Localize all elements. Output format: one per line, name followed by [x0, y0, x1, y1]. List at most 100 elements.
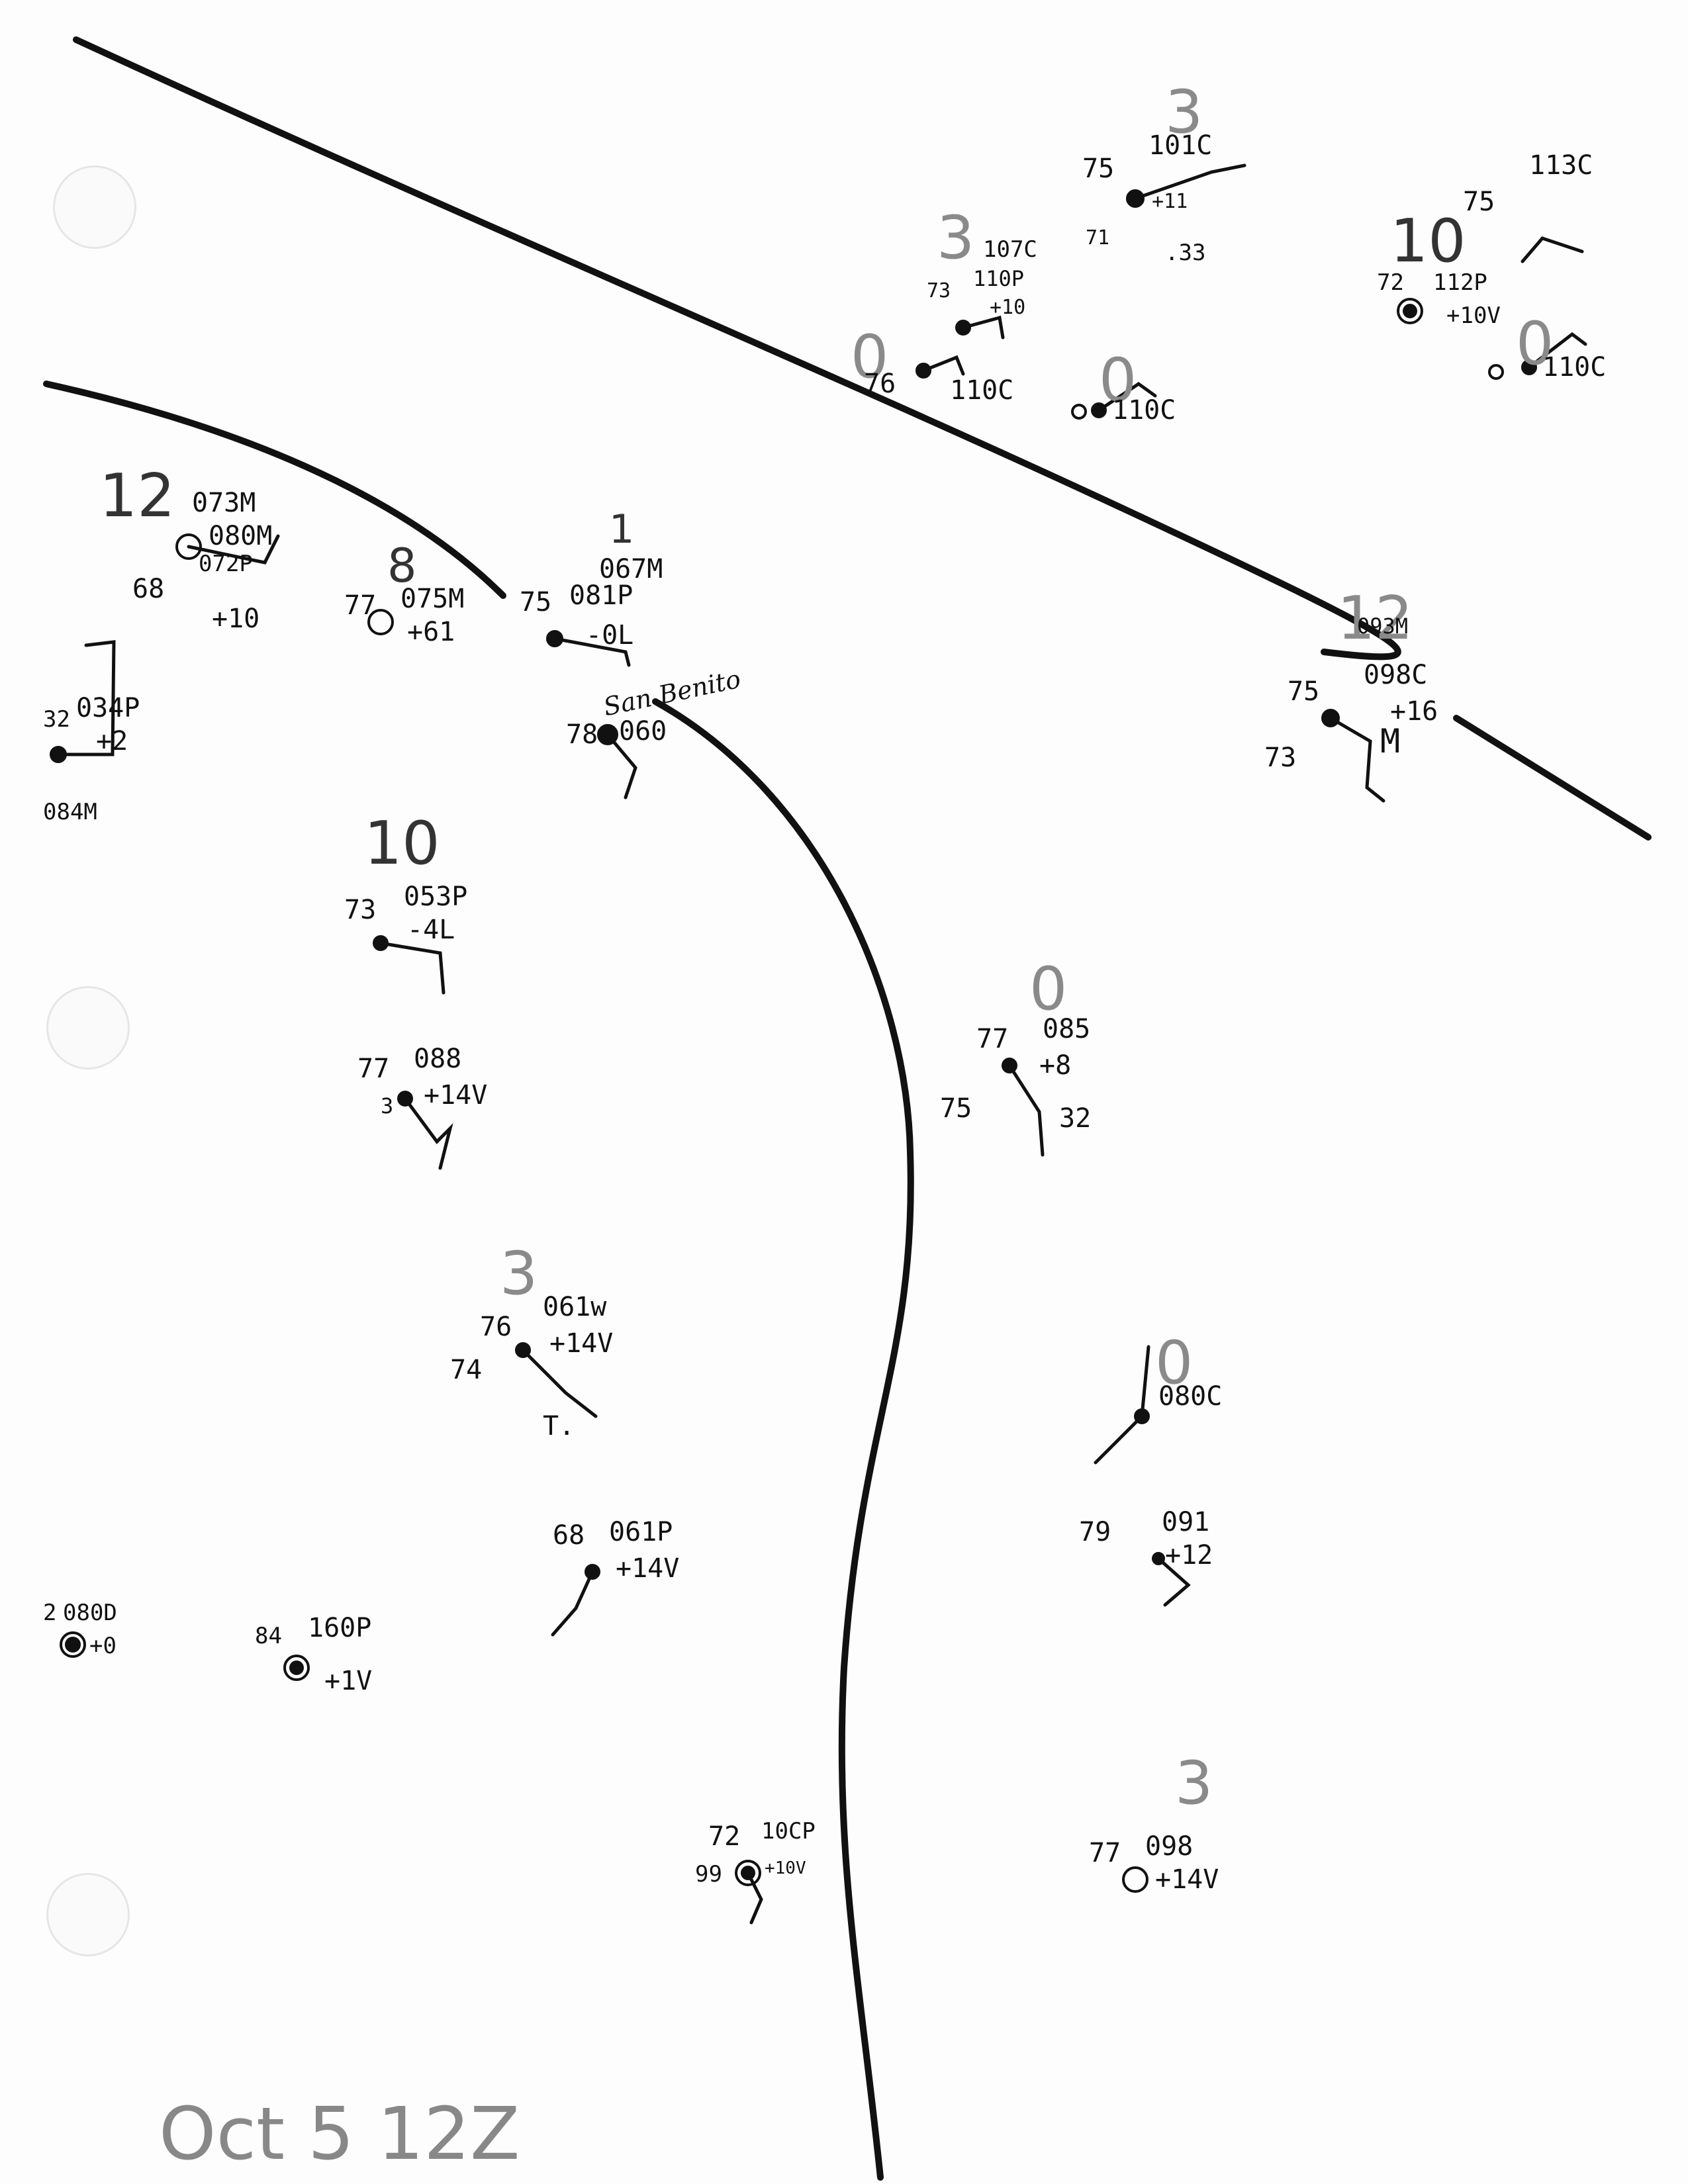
station-o-pressure: 085	[1043, 1014, 1091, 1044]
sky-cover-i: 1	[609, 506, 635, 553]
sky-cover-d: 0	[851, 322, 889, 392]
station-m-change: -4L	[407, 915, 455, 945]
wind-barb-g	[187, 534, 280, 565]
sky-cover-f: 0	[1516, 309, 1554, 379]
sky-cover-o: 0	[1029, 954, 1068, 1024]
wind-barb-k	[1329, 716, 1385, 803]
station-k-change: +16	[1390, 696, 1438, 727]
front-line-west	[43, 381, 506, 599]
wind-barb-m	[379, 941, 445, 995]
wind-barb-l	[56, 640, 116, 756]
station-dot-t-inner	[65, 1637, 81, 1653]
station-dot-u	[283, 1655, 310, 1681]
wind-barb-j	[606, 733, 637, 799]
station-g-dew: 68	[132, 574, 165, 604]
station-i-change: -0L	[586, 620, 634, 651]
station-o-dew: 75	[940, 1093, 972, 1124]
station-w-temp: 77	[1089, 1838, 1121, 1868]
wind-barb-i	[553, 637, 631, 667]
station-p-dew: 74	[450, 1355, 483, 1385]
station-i-pressure2: 081P	[569, 580, 633, 611]
sky-cover-k: 12	[1337, 584, 1413, 653]
station-n-dew: 3	[381, 1093, 394, 1118]
wind-barb-q	[1094, 1345, 1150, 1465]
wind-barb-c	[961, 315, 1005, 340]
station-a-pressure: 101C	[1149, 130, 1213, 161]
station-l-temp: 32	[43, 706, 70, 733]
station-c-pressure: 107C	[983, 236, 1037, 263]
station-o-temp: 77	[976, 1024, 1009, 1054]
station-t-temp: 2	[43, 1600, 57, 1626]
sky-cover-g: 12	[99, 461, 175, 531]
station-n-temp: 77	[357, 1054, 390, 1084]
station-g-pressure3: 072P	[199, 551, 253, 577]
punch-hole-bottom	[46, 1873, 130, 1956]
station-c-change: +10	[990, 296, 1026, 319]
station-b-change: +10V	[1446, 302, 1501, 329]
wind-barb-e	[1097, 381, 1157, 412]
station-n-pressure: 088	[414, 1044, 462, 1074]
station-a-dew: 71	[1086, 226, 1110, 250]
station-dot-b	[1397, 298, 1423, 324]
station-s-pressure: 091	[1162, 1507, 1210, 1537]
sky-cover-p: 3	[500, 1239, 538, 1308]
station-w-change: +14V	[1155, 1864, 1219, 1895]
station-v-change: +10V	[765, 1858, 806, 1878]
station-r-temp: 68	[553, 1520, 585, 1551]
station-u-change: +1V	[324, 1666, 373, 1696]
station-d-pressure: 110C	[950, 375, 1014, 406]
station-dot-h	[367, 609, 394, 635]
wind-barb-a	[1133, 163, 1246, 201]
front-line-trough	[652, 698, 914, 2181]
station-g-pressure: 073M	[192, 488, 256, 518]
station-t-pressure: 080D	[63, 1600, 117, 1626]
station-h-pressure: 075M	[400, 584, 465, 614]
station-p-temp: 76	[480, 1312, 512, 1342]
station-k-dew: 73	[1264, 743, 1297, 773]
wind-barb-p	[521, 1348, 598, 1418]
station-q-pressure: 080C	[1158, 1381, 1223, 1412]
wind-barb-o	[1008, 1064, 1045, 1157]
station-b-pressure2: 112P	[1433, 269, 1487, 296]
station-m-pressure: 053P	[404, 882, 468, 912]
station-d-temp: 76	[864, 369, 896, 399]
station-i-pressure: 067M	[599, 554, 663, 584]
station-h-temp: 77	[344, 590, 377, 621]
station-m-temp: 73	[344, 895, 377, 925]
station-w-pressure: 098	[1145, 1831, 1194, 1862]
station-k-weather: M	[1380, 722, 1401, 760]
station-v-pressure: 10CP	[761, 1818, 816, 1844]
wind-barb-b	[1521, 236, 1584, 263]
station-b-dew: 72	[1377, 269, 1404, 296]
front-line-northeast	[73, 36, 1401, 660]
station-k-pressure: 093M	[1357, 614, 1409, 639]
station-dot-t	[60, 1631, 86, 1658]
sky-cover-m: 10	[364, 809, 440, 878]
station-b-temp: 75	[1463, 187, 1495, 217]
station-j-temp: 78	[566, 719, 598, 750]
station-l-pressure: 034P	[76, 693, 140, 723]
station-c-dew: 73	[927, 279, 951, 302]
sky-cover-w: 3	[1175, 1749, 1213, 1818]
station-p-pressure: 061w	[543, 1292, 607, 1322]
station-dot-e-empty	[1071, 404, 1087, 420]
sky-cover-c: 3	[937, 203, 975, 273]
station-g-change: +10	[212, 604, 260, 634]
station-e-pressure: 110C	[1112, 395, 1176, 426]
punch-hole-top	[53, 165, 136, 249]
station-i-temp: 75	[520, 587, 552, 617]
station-dot-w	[1122, 1866, 1149, 1893]
sky-cover-q: 0	[1155, 1328, 1194, 1398]
station-dot-v	[735, 1860, 761, 1886]
station-p-change: +14V	[549, 1328, 614, 1359]
station-a-change: +11	[1152, 190, 1188, 213]
wind-barb-f	[1527, 332, 1587, 369]
wind-barb-v	[746, 1871, 763, 1925]
station-u-pressure: 160P	[308, 1613, 372, 1643]
station-a-precip: .33	[1165, 240, 1206, 266]
map-date-label: Oct 5 12Z	[159, 2091, 520, 2176]
station-k-pressure2: 098C	[1364, 660, 1428, 690]
station-o-precip: 32	[1059, 1103, 1092, 1134]
